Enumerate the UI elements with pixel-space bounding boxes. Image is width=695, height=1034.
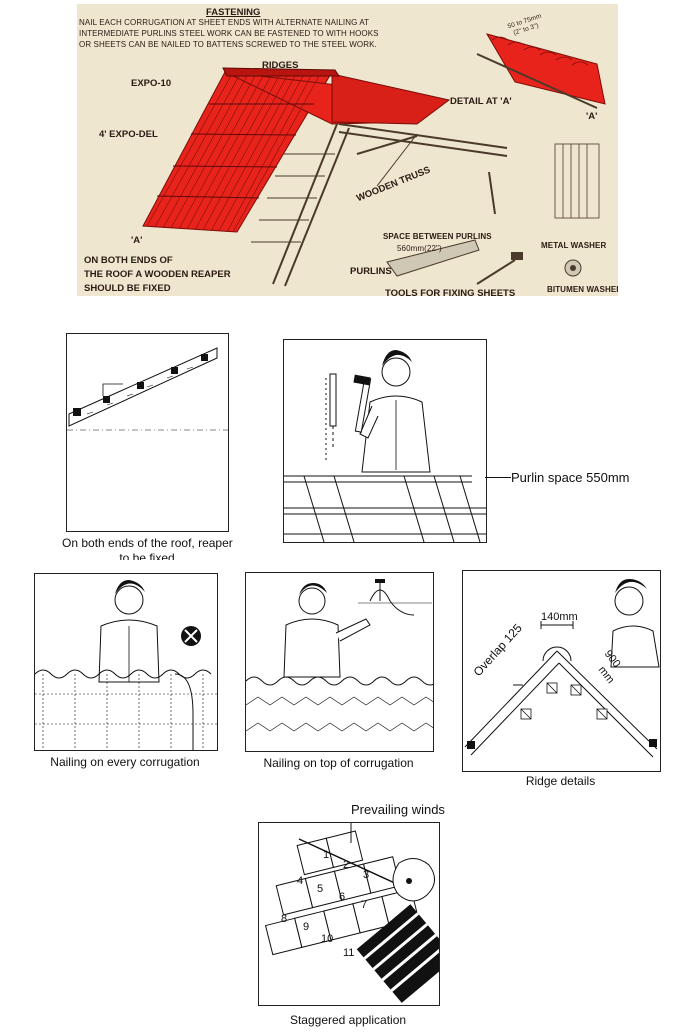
staggered-caption: Staggered application bbox=[289, 1013, 407, 1027]
label-expo-del: 4' EXPO-DEL bbox=[99, 129, 158, 140]
ridge-caption: Ridge details bbox=[525, 774, 596, 788]
nail bbox=[488, 171, 496, 215]
saw-tool bbox=[386, 239, 480, 277]
label-a-right: 'A' bbox=[586, 111, 598, 122]
sheet-number-3: 3 bbox=[363, 869, 370, 881]
reaper-note-line-1: ON BOTH ENDS OF bbox=[84, 255, 173, 266]
label-expo-10: EXPO-10 bbox=[131, 78, 172, 89]
reaper-sketch bbox=[67, 347, 228, 431]
sheet-number-5: 5 bbox=[317, 883, 324, 895]
instruction-line-1: NAIL EACH CORRUGATION AT SHEET ENDS WITH… bbox=[79, 18, 370, 27]
black-sheet bbox=[356, 904, 439, 1003]
sheet-sketch bbox=[554, 143, 600, 219]
hammer-tool bbox=[476, 252, 523, 285]
sheet-number-2: 2 bbox=[343, 859, 350, 871]
nail-every-caption: Nailing on every corrugation bbox=[50, 755, 200, 769]
sheet-number-1: 1 bbox=[323, 849, 330, 861]
ridge-140-label: 140mm bbox=[541, 611, 578, 623]
ridge-sketch bbox=[464, 579, 660, 758]
reaper-note-line-2: THE ROOF A WOODEN REAPER bbox=[84, 269, 231, 280]
staggered-sketch bbox=[264, 823, 439, 1003]
label-bitumen-washer: BITUMEN WASHER bbox=[547, 285, 618, 294]
purlin-panel bbox=[283, 339, 487, 543]
reaper-note-line-3: SHOULD BE FIXED bbox=[84, 283, 171, 294]
reaper-caption-line-1: On both ends of the roof, reaper bbox=[62, 536, 233, 550]
roof-right-top bbox=[331, 73, 451, 125]
purlin-sketch bbox=[284, 350, 486, 542]
sheet-number-11: 11 bbox=[343, 947, 355, 959]
sheet-number-7: 7 bbox=[361, 899, 368, 911]
sheet-number-10: 10 bbox=[321, 933, 334, 945]
nail-every-panel bbox=[34, 573, 218, 751]
label-metal-washer: METAL WASHER bbox=[541, 241, 607, 250]
purlin-space-pointer bbox=[485, 477, 511, 478]
label-detail-a: DETAIL AT 'A' bbox=[450, 96, 512, 107]
detail-a-sheets bbox=[476, 33, 606, 109]
label-ridges: RIDGES bbox=[262, 60, 299, 71]
nail-top-sketch bbox=[246, 579, 433, 732]
nail-top-panel bbox=[245, 572, 434, 752]
label-a-left: 'A' bbox=[131, 235, 143, 246]
ridge-cap bbox=[222, 67, 340, 77]
instruction-line-3: OR SHEETS CAN BE NAILED TO BATTENS SCREW… bbox=[79, 40, 377, 49]
label-tools: TOOLS FOR FIXING SHEETS bbox=[385, 288, 516, 296]
nail-top-caption: Nailing on top of corrugation bbox=[263, 756, 414, 770]
nail-every-sketch bbox=[35, 580, 217, 750]
label-space-dim: 560mm(22") bbox=[397, 244, 442, 253]
instruction-line-2: INTERMEDIATE PURLINS STEEL WORK CAN BE F… bbox=[79, 29, 379, 38]
reaper-panel bbox=[66, 333, 229, 532]
roof-illustration-svg bbox=[142, 33, 606, 287]
purlin-space-label: Purlin space 550mm bbox=[511, 470, 630, 485]
fastening-illustration: FASTENING NAIL EACH CORRUGATION AT SHEET… bbox=[77, 4, 618, 296]
sheet-number-4: 4 bbox=[297, 875, 304, 887]
label-purlins: PURLINS bbox=[350, 266, 392, 277]
label-space-between-purlins: SPACE BETWEEN PURLINS bbox=[383, 232, 492, 241]
reaper-caption-line-2: to be fixed bbox=[119, 551, 175, 560]
bitumen-washer bbox=[570, 265, 576, 271]
ridge-panel: Overlap 125 140mm 900 mm bbox=[462, 570, 661, 772]
staggered-panel: 1 2 3 4 5 6 7 8 9 10 11 bbox=[258, 822, 440, 1006]
sheet-number-8: 8 bbox=[281, 913, 288, 925]
sheet-number-9: 9 bbox=[303, 921, 310, 933]
prevailing-winds-label: Prevailing winds bbox=[351, 802, 445, 817]
fastening-heading: FASTENING bbox=[206, 7, 261, 18]
sheet-number-6: 6 bbox=[339, 891, 346, 903]
